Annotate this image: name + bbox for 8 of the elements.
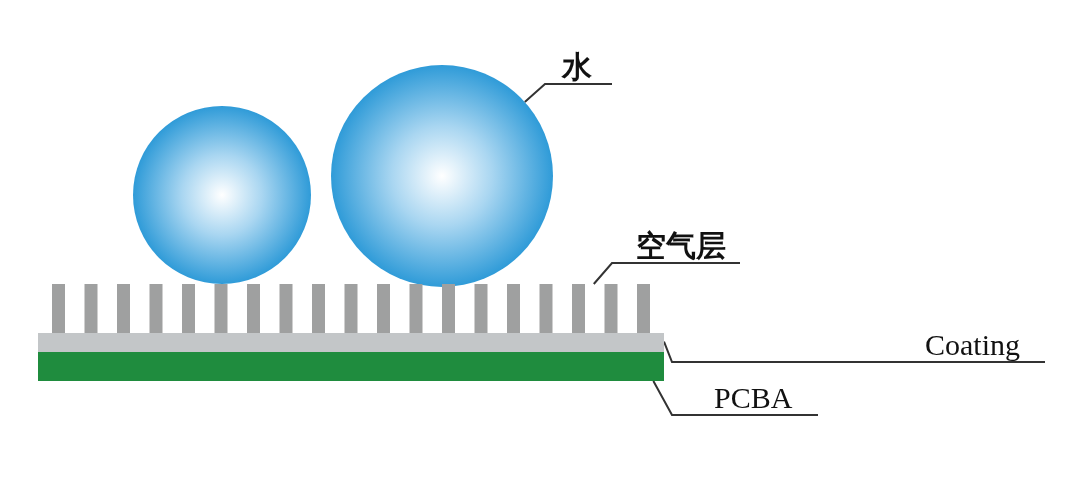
- callout-label: 水: [562, 50, 592, 84]
- leader-line: [523, 83, 613, 104]
- leader-line: [652, 380, 819, 416]
- leader-line: [663, 340, 1046, 363]
- callout-label: PCBA: [714, 381, 793, 415]
- callout-label: 空气层: [636, 229, 726, 263]
- callout-label: Coating: [925, 328, 1020, 362]
- leader-line: [592, 262, 741, 285]
